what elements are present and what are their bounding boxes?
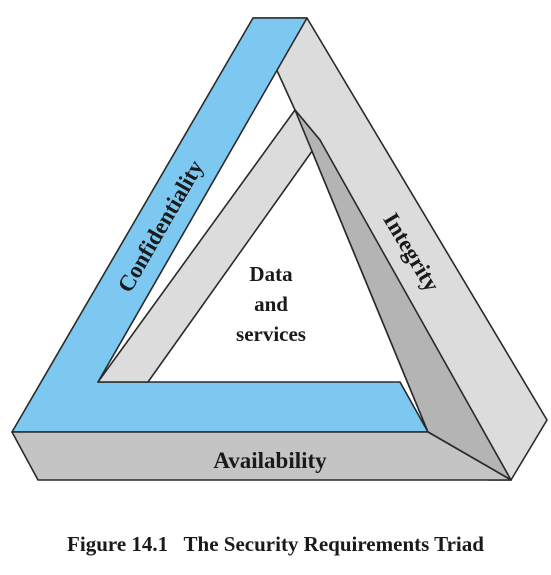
security-triad-diagram: Confidentiality Integrity Availability D… [11,17,548,481]
availability-bar [11,431,512,481]
center-label-line2: and [254,292,288,316]
figure-title: The Security Requirements Triad [183,532,484,556]
center-label-line1: Data [249,262,293,286]
figure-number: Figure 14.1 [67,532,169,556]
center-label-line3: services [236,322,306,346]
availability-label: Availability [213,448,327,473]
figure-caption: Figure 14.1 The Security Requirements Tr… [0,532,551,557]
